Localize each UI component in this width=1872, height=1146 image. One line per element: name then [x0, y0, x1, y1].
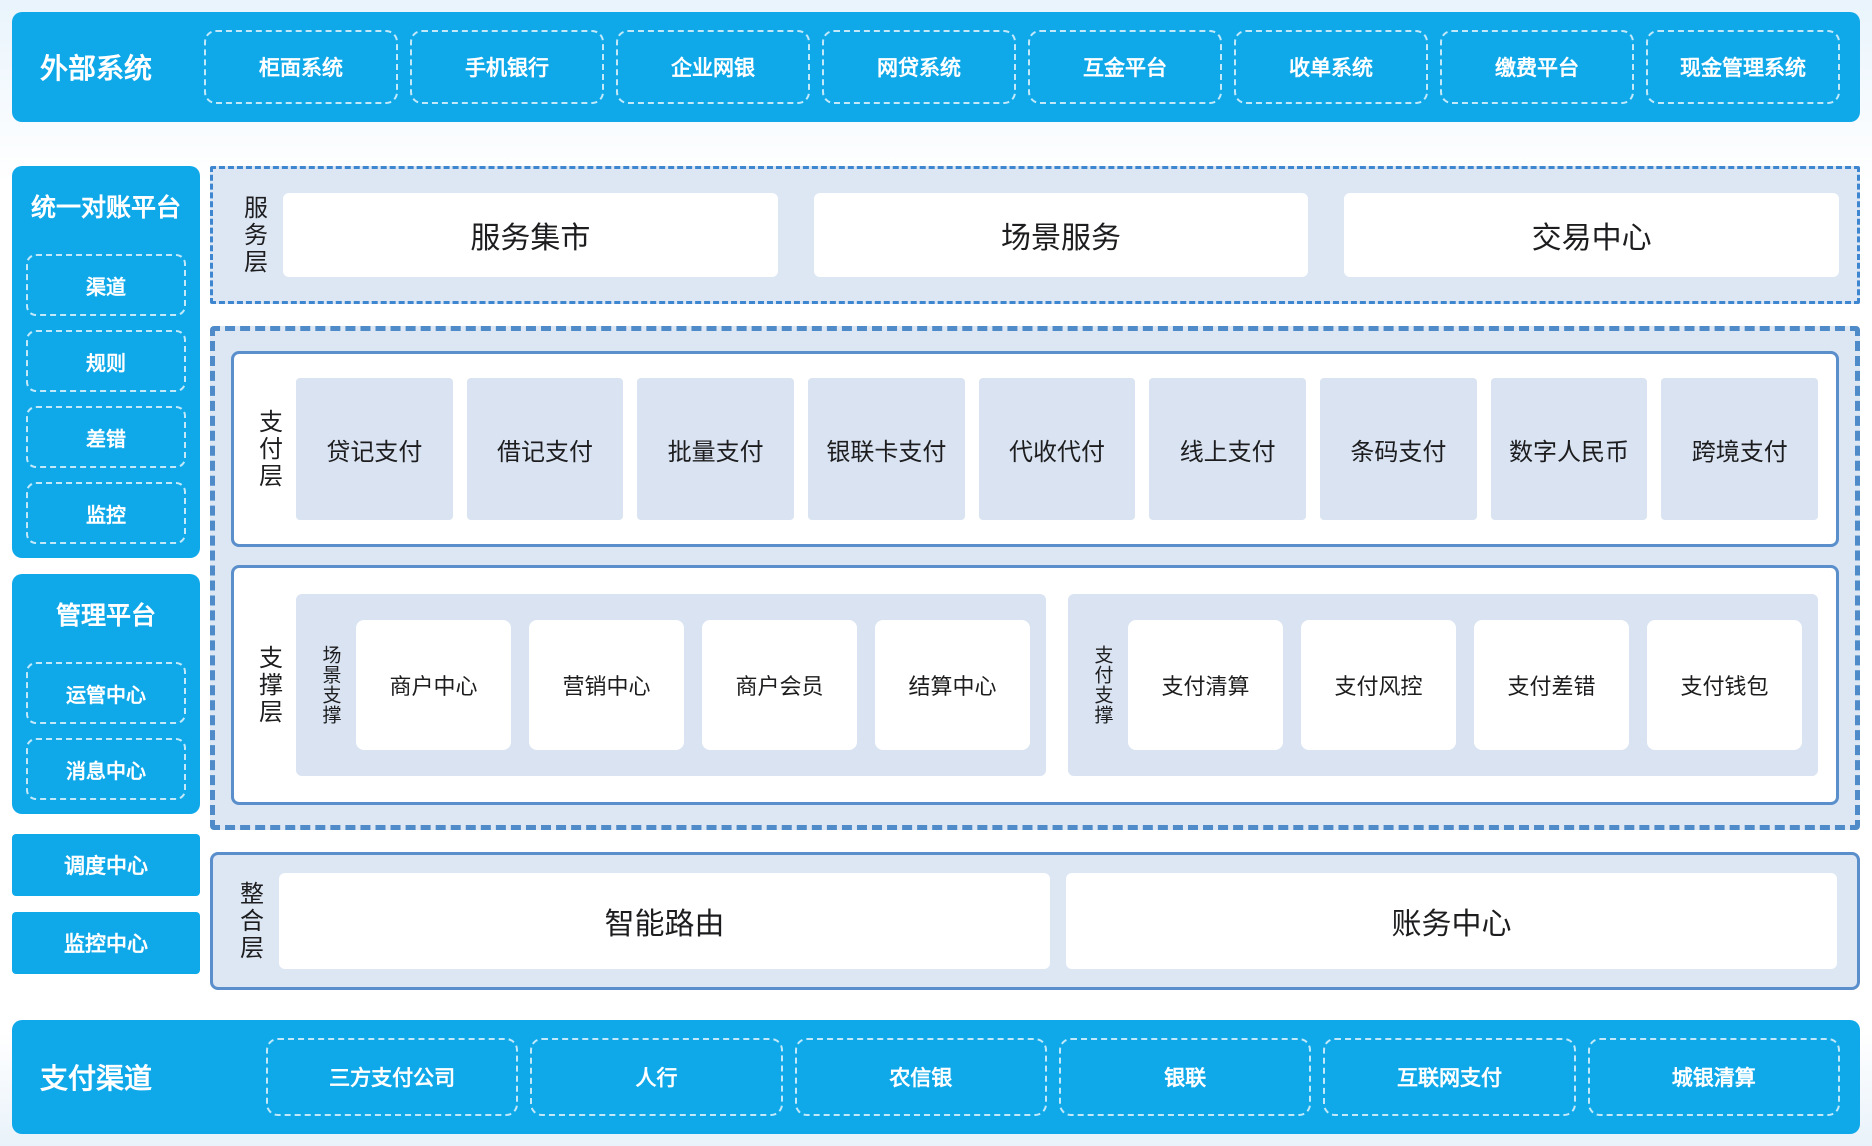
scene-service-box: 场景服务 — [813, 193, 1309, 278]
channel-item-rural-credit: 农信银 — [794, 1038, 1047, 1116]
payment-risk-tile: 支付风控 — [1301, 620, 1456, 751]
external-system-item-acquiring: 收单系统 — [1234, 30, 1428, 105]
trade-center-box: 交易中心 — [1344, 193, 1840, 278]
external-systems-items: 柜面系统 手机银行 企业网银 网贷系统 互金平台 收单系统 缴费平台 现金管理系… — [204, 30, 1840, 105]
marketing-center-tile: 营销中心 — [529, 620, 684, 751]
external-system-item-cash-mgmt: 现金管理系统 — [1646, 30, 1840, 105]
external-system-item-fintech: 互金平台 — [1028, 30, 1222, 105]
dispatch-center-box: 调度中心 — [12, 834, 200, 897]
smart-routing-box: 智能路由 — [279, 873, 1050, 970]
merchant-member-tile: 商户会员 — [702, 620, 857, 751]
payment-channels-label: 支付渠道 — [40, 1063, 153, 1095]
recon-item-errors: 差错 — [26, 406, 186, 469]
service-market-box: 服务集市 — [283, 193, 778, 278]
payment-channels-bar: 支付渠道 三方支付公司 人行 农信银 银联 互联网支付 城银清算 — [12, 1020, 1860, 1134]
scene-support-tiles: 商户中心 营销中心 商户会员 结算中心 — [356, 620, 1030, 751]
mgmt-item-ops-center: 运管中心 — [26, 662, 186, 725]
channel-item-third-party: 三方支付公司 — [266, 1038, 519, 1116]
merchant-center-tile: 商户中心 — [356, 620, 511, 751]
integration-layer: 整合层 智能路由 账务中心 — [210, 852, 1860, 991]
payment-tile-credit: 贷记支付 — [296, 378, 453, 521]
integration-layer-boxes: 智能路由 账务中心 — [279, 873, 1837, 970]
service-layer-label: 服务层 — [239, 194, 267, 276]
support-layer-label: 支撑层 — [254, 644, 282, 726]
channel-item-pboc: 人行 — [530, 1038, 783, 1116]
payment-support-tiles: 支付清算 支付风控 支付差错 支付钱包 — [1128, 620, 1802, 751]
payment-support-group: 支付支撑 支付清算 支付风控 支付差错 支付钱包 — [1068, 594, 1818, 777]
scene-support-group: 场景支撑 商户中心 营销中心 商户会员 结算中心 — [296, 594, 1046, 777]
external-system-item-corp-ebank: 企业网银 — [616, 30, 810, 105]
recon-item-rules: 规则 — [26, 330, 186, 393]
reconciliation-platform-title: 统一对账平台 — [30, 194, 181, 223]
payment-layer: 支付层 贷记支付 借记支付 批量支付 银联卡支付 代收代付 线上支付 条码支付 … — [231, 351, 1839, 548]
payment-support-label: 支付支撑 — [1091, 645, 1113, 726]
main-layers: 服务层 服务集市 场景服务 交易中心 支付层 贷记支付 借记支付 批量支付 银联… — [210, 166, 1860, 991]
external-system-item-counter: 柜面系统 — [204, 30, 398, 105]
support-layer: 支撑层 场景支撑 商户中心 营销中心 商户会员 结算中心 — [231, 565, 1839, 806]
recon-item-monitor: 监控 — [26, 482, 186, 545]
recon-item-channel: 渠道 — [26, 254, 186, 317]
payment-error-tile: 支付差错 — [1474, 620, 1629, 751]
payment-clearing-tile: 支付清算 — [1128, 620, 1283, 751]
payment-tile-debit: 借记支付 — [466, 378, 624, 521]
external-system-item-mobile-bank: 手机银行 — [410, 30, 604, 105]
payment-channels-items: 三方支付公司 人行 农信银 银联 互联网支付 城银清算 — [266, 1038, 1840, 1116]
integration-layer-label: 整合层 — [235, 880, 263, 962]
accounting-center-box: 账务中心 — [1066, 873, 1837, 970]
service-layer: 服务层 服务集市 场景服务 交易中心 — [210, 166, 1860, 305]
channel-item-city-bank-clearing: 城银清算 — [1587, 1038, 1840, 1116]
payment-tile-collection: 代收代付 — [978, 378, 1136, 521]
settlement-center-tile: 结算中心 — [875, 620, 1030, 751]
external-system-item-bill-pay: 缴费平台 — [1440, 30, 1634, 105]
support-layer-groups: 场景支撑 商户中心 营销中心 商户会员 结算中心 支付支撑 支付清算 — [296, 594, 1818, 777]
payment-layer-label: 支付层 — [254, 408, 282, 490]
payment-tile-online: 线上支付 — [1149, 378, 1307, 521]
payment-tile-barcode: 条码支付 — [1320, 378, 1477, 521]
channel-item-unionpay: 银联 — [1058, 1038, 1312, 1116]
channel-item-internet-pay: 互联网支付 — [1323, 1038, 1576, 1116]
payment-tile-unionpay-card: 银联卡支付 — [808, 378, 965, 521]
payment-tile-digital-rmb: 数字人民币 — [1490, 378, 1648, 521]
scene-support-label: 场景支撑 — [319, 645, 341, 726]
monitor-center-box: 监控中心 — [12, 912, 200, 975]
payment-tile-batch: 批量支付 — [637, 378, 795, 521]
core-layers-wrap: 支付层 贷记支付 借记支付 批量支付 银联卡支付 代收代付 线上支付 条码支付 … — [210, 326, 1860, 831]
left-sidebar: 统一对账平台 渠道 规则 差错 监控 管理平台 运管中心 消息中心 调度中心 监… — [12, 166, 200, 990]
service-layer-boxes: 服务集市 场景服务 交易中心 — [283, 193, 1840, 278]
management-platform-panel: 管理平台 运管中心 消息中心 — [12, 574, 200, 815]
external-systems-label: 外部系统 — [40, 53, 153, 85]
management-platform-title: 管理平台 — [55, 602, 156, 631]
mgmt-item-message-center: 消息中心 — [26, 738, 186, 801]
external-system-item-online-loan: 网贷系统 — [822, 30, 1016, 105]
payment-layer-tiles: 贷记支付 借记支付 批量支付 银联卡支付 代收代付 线上支付 条码支付 数字人民… — [296, 378, 1819, 521]
middle-region: 统一对账平台 渠道 规则 差错 监控 管理平台 运管中心 消息中心 调度中心 监… — [12, 166, 1860, 991]
reconciliation-platform-panel: 统一对账平台 渠道 规则 差错 监控 — [12, 166, 200, 559]
payment-wallet-tile: 支付钱包 — [1647, 620, 1802, 751]
external-systems-bar: 外部系统 柜面系统 手机银行 企业网银 网贷系统 互金平台 收单系统 缴费平台 … — [12, 12, 1860, 123]
payment-tile-cross-border: 跨境支付 — [1661, 378, 1819, 521]
